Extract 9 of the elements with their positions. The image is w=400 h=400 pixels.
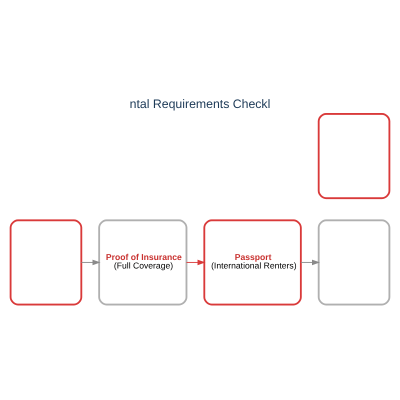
node-box: Proof of Insurance (Full Coverage) bbox=[98, 219, 188, 306]
diagram-title: ntal Requirements Checkl bbox=[130, 96, 270, 111]
arrow bbox=[80, 260, 100, 266]
arrow bbox=[300, 260, 320, 266]
node-box bbox=[318, 219, 390, 306]
node-box bbox=[10, 219, 82, 306]
arrow bbox=[186, 260, 206, 266]
node-box bbox=[318, 112, 390, 200]
node-box: Passport (International Renters) bbox=[203, 219, 302, 306]
